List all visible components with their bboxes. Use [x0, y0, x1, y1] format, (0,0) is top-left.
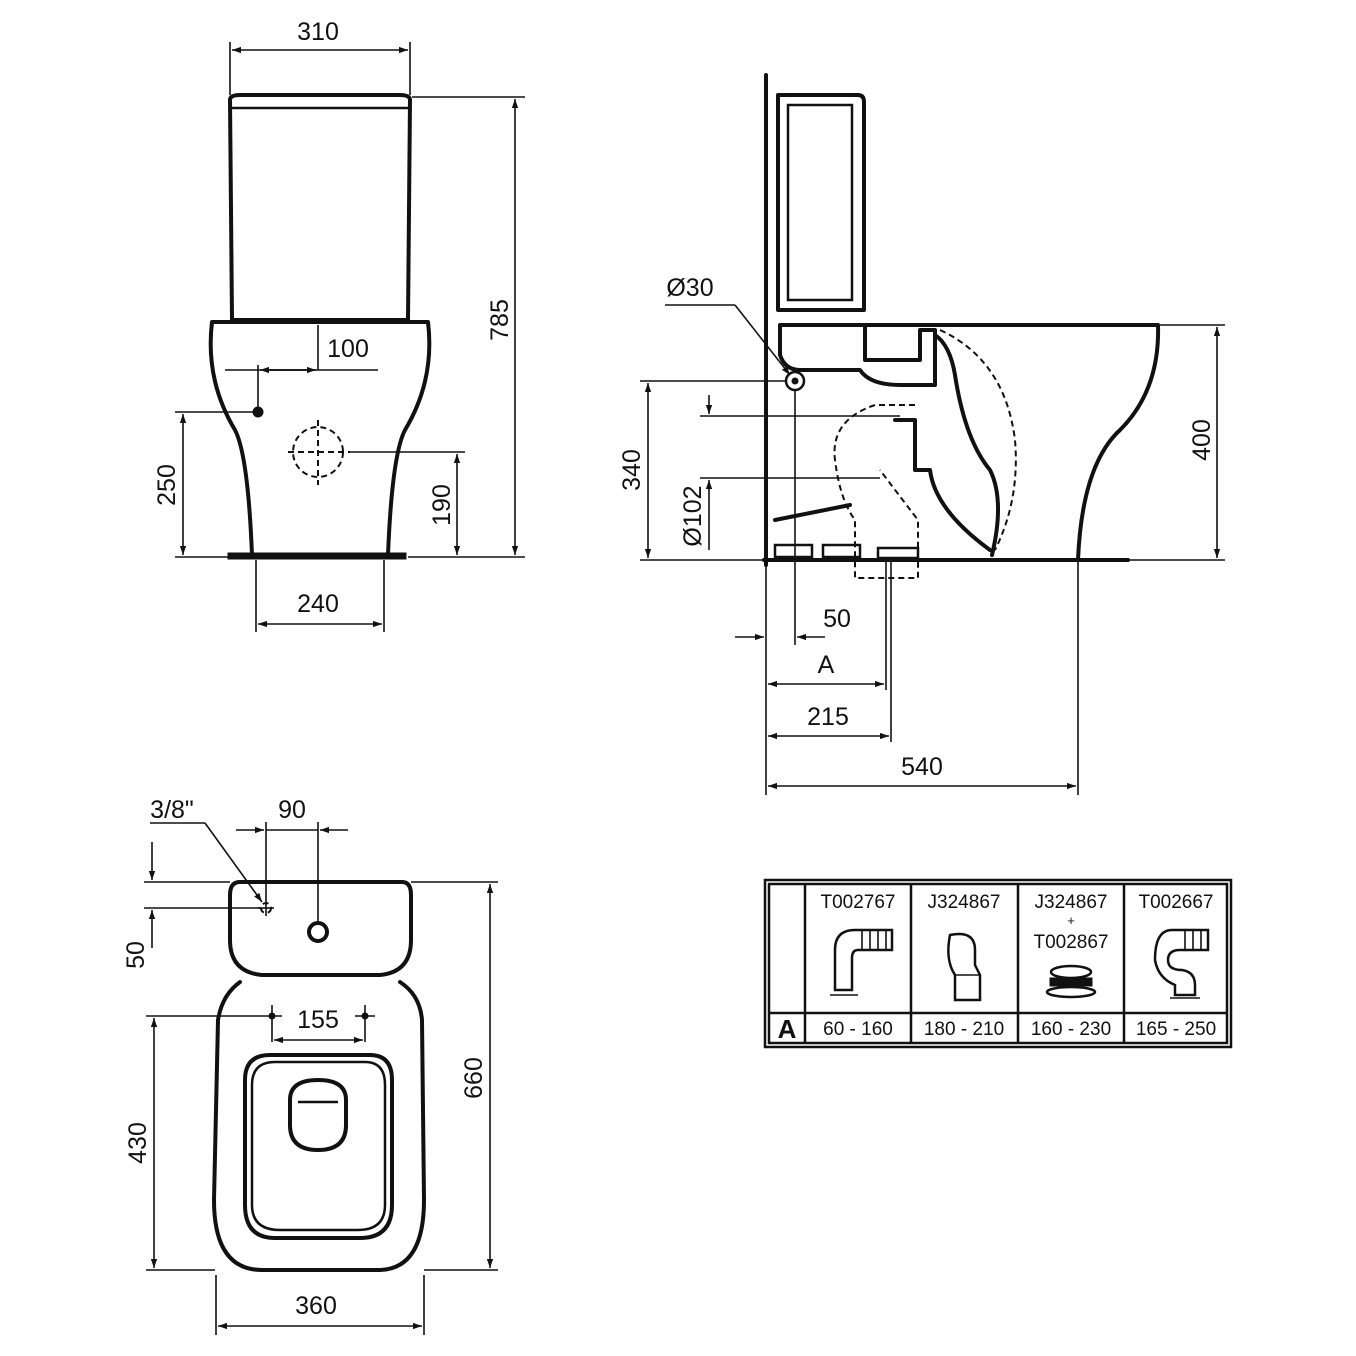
table-col3-code-b: T002867 [1033, 932, 1108, 953]
dim-top-thread: 3/8" [150, 796, 194, 824]
dim-front-outlet-height: 190 [428, 484, 456, 526]
dim-side-inlet-diameter: Ø30 [666, 274, 713, 302]
table-col3-plus: + [1067, 913, 1075, 928]
table-col1-code: T002767 [820, 892, 895, 913]
dim-side-wall-inlet: 50 [823, 605, 851, 633]
table-col2-code: J324867 [928, 892, 1001, 913]
connector-s-trap-icon [1153, 928, 1210, 999]
table-col3-range: 160 - 230 [1031, 1019, 1111, 1040]
dim-front-total-height: 785 [486, 299, 514, 341]
dim-side-inlet-height: 340 [618, 449, 646, 491]
front-view: 310 785 100 250 190 240 [153, 18, 525, 632]
table-col3-code-a: J324867 [1035, 892, 1108, 913]
dim-top-seat-fixing: 155 [297, 1006, 339, 1034]
dim-side-total-depth: 540 [901, 753, 943, 781]
table-col4-range: 165 - 250 [1136, 1019, 1216, 1040]
top-cistern [228, 880, 413, 977]
dim-side-seat-height: 400 [1188, 419, 1216, 461]
top-bowl-opening [288, 1078, 348, 1152]
table-col2-range: 180 - 210 [924, 1019, 1004, 1040]
top-view: 3/8" 90 50 155 430 660 [122, 796, 498, 1335]
front-bowl [208, 320, 432, 557]
side-bowl [863, 323, 1161, 562]
top-bowl [212, 980, 426, 1272]
dim-side-outlet-diameter: Ø102 [679, 485, 707, 546]
side-view: Ø30 340 Ø102 400 50 A 215 [618, 73, 1225, 795]
connector-offset-icon [947, 932, 982, 1002]
table-col1-range: 60 - 160 [823, 1019, 893, 1040]
dim-front-width-top: 310 [297, 18, 339, 46]
top-seat [243, 1053, 394, 1240]
dim-top-total-length: 660 [460, 1057, 488, 1099]
top-flush-button-hole [307, 921, 329, 943]
side-cistern [776, 93, 866, 312]
connector-elbow-icon [830, 928, 894, 996]
dim-front-inlet-offset: 100 [327, 335, 369, 363]
dim-front-inlet-height: 250 [153, 464, 181, 506]
dim-top-bowl-length: 430 [124, 1122, 152, 1164]
front-base [227, 552, 407, 560]
connector-pan-collar-icon [1045, 964, 1097, 999]
dim-side-outlet-distance: 215 [807, 703, 849, 731]
dim-front-base-width: 240 [297, 590, 339, 618]
front-cistern [228, 93, 412, 322]
dim-top-total-width: 360 [295, 1292, 337, 1320]
dim-top-hole-spacing: 90 [278, 796, 306, 824]
dim-top-hole-offset: 50 [122, 941, 150, 969]
table-col4-code: T002667 [1138, 892, 1213, 913]
dim-side-outlet-A: A [818, 651, 835, 679]
table-row-label: A [778, 1014, 797, 1044]
connector-table: A T002767 60 - 160 J324867 180 - 210 J32… [763, 878, 1233, 1049]
